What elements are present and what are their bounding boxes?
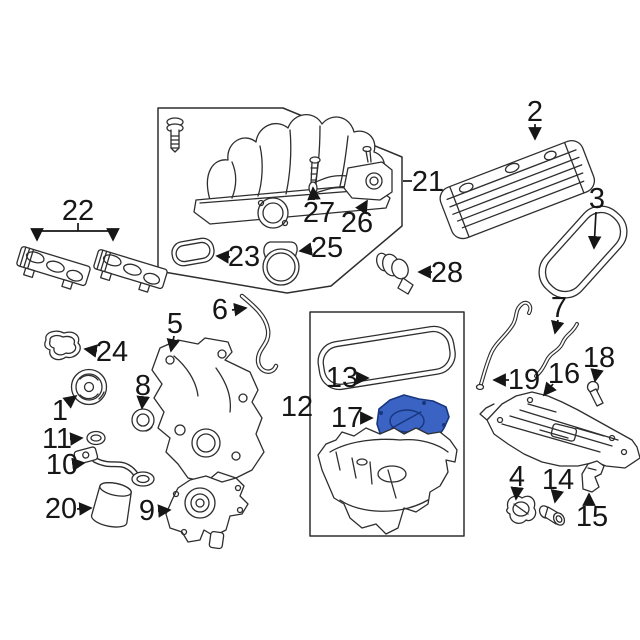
valve-cover-drawing xyxy=(439,139,596,240)
callout-11: 11 xyxy=(42,423,84,455)
callout-18-label: 18 xyxy=(583,342,615,374)
intake-manifold-drawing xyxy=(193,114,391,229)
callout-24-label: 24 xyxy=(96,336,128,368)
diagram-callouts: 22 2 3 21 27 26 23 xyxy=(30,96,615,533)
callout-28: 28 xyxy=(417,257,463,289)
callout-12-label: 12 xyxy=(281,391,313,423)
callout-3: 3 xyxy=(587,183,605,250)
callout-23: 23 xyxy=(215,241,260,273)
callout-26-label: 26 xyxy=(341,207,373,239)
valley-plate-16-drawing xyxy=(479,391,640,469)
callout-23-label: 23 xyxy=(228,241,260,273)
callout-27-label: 27 xyxy=(303,197,335,229)
callout-16: 16 xyxy=(542,358,580,397)
sensor-28-drawing xyxy=(376,252,414,295)
gasket-23-drawing xyxy=(171,237,215,267)
callout-24: 24 xyxy=(83,336,128,368)
callout-20-label: 20 xyxy=(45,493,77,525)
callout-18: 18 xyxy=(583,342,615,383)
callout-14: 14 xyxy=(542,464,574,504)
oil-pan-drawing xyxy=(317,427,458,535)
manifold-stud-bolt xyxy=(166,117,184,153)
callout-19: 19 xyxy=(492,364,540,396)
callout-14-label: 14 xyxy=(542,464,574,496)
callout-7: 7 xyxy=(551,292,567,335)
oil-pump-9-drawing xyxy=(165,475,249,550)
callout-21-label: 21 xyxy=(412,166,444,198)
oil-pickup-10-drawing xyxy=(73,446,155,487)
callout-19-label: 19 xyxy=(508,364,540,396)
callout-17: 17 xyxy=(331,402,374,434)
callout-15: 15 xyxy=(576,492,608,533)
callout-17-label: 17 xyxy=(331,402,363,434)
intake-runners-22-right xyxy=(93,249,168,293)
callout-12: 12 xyxy=(281,391,313,423)
valve-cover-gasket-drawing xyxy=(538,205,628,299)
crank-pulley-drawing xyxy=(70,368,108,406)
tube-19-drawing xyxy=(475,300,533,391)
bolt-18-drawing xyxy=(586,380,604,407)
cap-4-drawing xyxy=(506,495,537,524)
seal-8-drawing xyxy=(131,408,155,432)
timing-cover-5-drawing xyxy=(151,337,265,483)
callout-22-label: 22 xyxy=(62,195,94,227)
callout-8-label: 8 xyxy=(135,370,151,402)
callout-7-label: 7 xyxy=(551,292,567,324)
kit-12-outline xyxy=(309,311,465,537)
callout-25-label: 25 xyxy=(311,232,343,264)
diagram-line-art xyxy=(16,107,640,550)
callout-25: 25 xyxy=(298,232,343,264)
callout-10: 10 xyxy=(46,449,86,481)
callout-22: 22 xyxy=(30,195,120,242)
callout-5-label: 5 xyxy=(167,308,183,340)
outlet-26-drawing xyxy=(308,145,393,201)
callout-10-label: 10 xyxy=(46,449,78,481)
callout-27: 27 xyxy=(303,186,335,229)
callout-1: 1 xyxy=(52,394,78,427)
oil-filter-20-drawing xyxy=(90,481,132,528)
callout-6: 6 xyxy=(212,294,248,326)
stud-27-drawing xyxy=(309,156,321,188)
clip-15-drawing xyxy=(581,460,605,493)
callout-8: 8 xyxy=(135,370,151,410)
callout-11-label: 11 xyxy=(42,423,72,455)
callout-20: 20 xyxy=(45,493,93,525)
gasket-24-drawing xyxy=(44,330,81,361)
oil-pan-gasket-13-drawing xyxy=(317,325,456,391)
oring-11-drawing xyxy=(86,430,106,446)
callout-9-label: 9 xyxy=(139,495,155,527)
callout-15-label: 15 xyxy=(576,501,608,533)
callout-13-label: 13 xyxy=(326,362,358,394)
chain-guide-6-drawing xyxy=(239,293,279,374)
callout-6-label: 6 xyxy=(212,294,228,326)
plug-14-drawing xyxy=(538,505,566,526)
callout-2-label: 2 xyxy=(527,96,543,128)
callout-26: 26 xyxy=(341,199,373,239)
dipstick-tube-7-drawing xyxy=(534,322,579,378)
callout-2: 2 xyxy=(527,96,543,141)
callout-21: 21 xyxy=(403,166,444,198)
callout-9: 9 xyxy=(139,495,172,527)
gasket-25-drawing xyxy=(262,241,300,286)
intake-runners-22-left xyxy=(16,246,91,290)
callout-28-label: 28 xyxy=(431,257,463,289)
callout-13: 13 xyxy=(326,362,370,394)
callout-3-label: 3 xyxy=(589,183,605,215)
callout-5: 5 xyxy=(166,308,183,353)
callout-4-label: 4 xyxy=(509,461,525,493)
callout-4: 4 xyxy=(509,461,525,501)
